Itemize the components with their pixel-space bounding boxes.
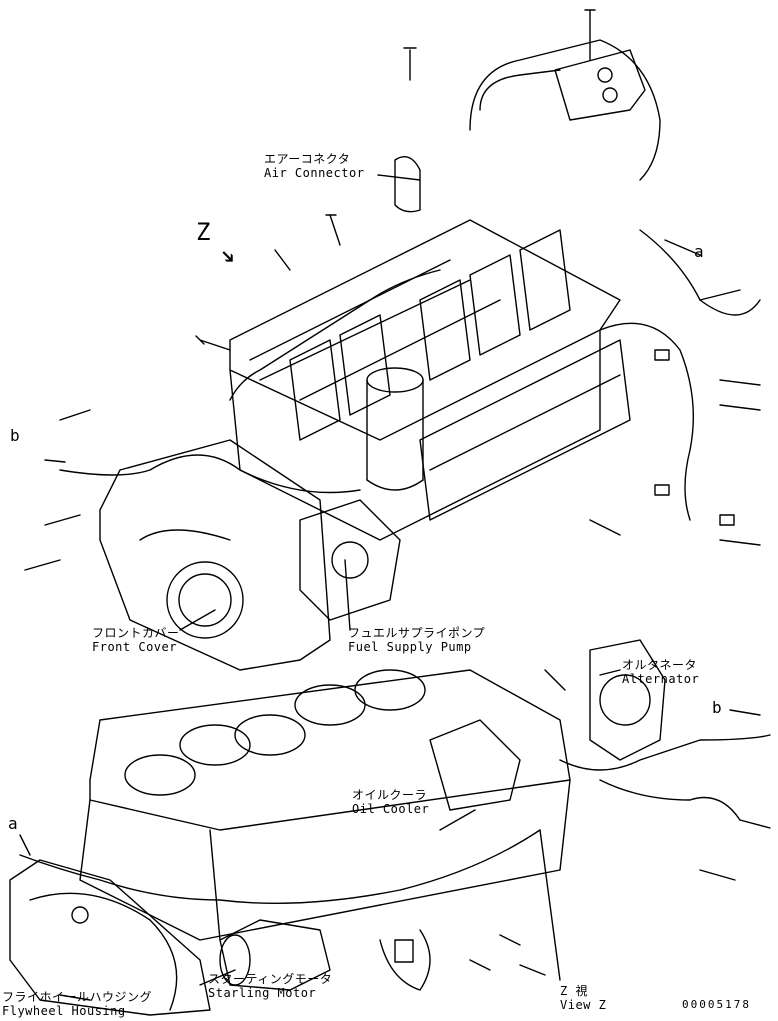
drawing-number: 00005178	[682, 998, 751, 1011]
view-z-label: Z 視 View Z	[560, 984, 606, 1012]
view-z-label-en: View Z	[560, 998, 607, 1012]
air-connector-label-jp: エアーコネクタ	[264, 152, 351, 166]
lower-engine-assembly	[9, 639, 771, 1016]
alternator-label-en: Alternator	[622, 672, 700, 686]
alternator-label: オルタネータ Alternator	[622, 658, 699, 686]
oil-cooler-label-en: Oil Cooler	[352, 802, 430, 816]
starting-motor-label-jp: スターティングモータ	[208, 972, 333, 986]
fuel-supply-pump-label-en: Fuel Supply Pump	[348, 640, 472, 654]
flywheel-housing-label: フライホイールハウジング Flywheel Housing	[2, 990, 152, 1018]
oil-cooler-label: オイルクーラ Oil Cooler	[352, 788, 429, 816]
front-cover-label-en: Front Cover	[92, 640, 177, 654]
b-marker-right: b	[712, 698, 723, 717]
flywheel-housing-label-en: Flywheel Housing	[2, 1004, 126, 1018]
front-cover-label: フロントカバー Front Cover	[92, 626, 180, 654]
a-marker-top: a	[694, 242, 705, 261]
front-cover-label-jp: フロントカバー	[92, 626, 180, 640]
alternator-label-jp: オルタネータ	[622, 658, 698, 672]
oil-cooler-label-jp: オイルクーラ	[352, 788, 428, 802]
air-connector-label: エアーコネクタ Air Connector	[264, 152, 364, 180]
fuel-supply-pump-label: フュエルサプライポンプ Fuel Supply Pump	[348, 626, 485, 654]
fuel-supply-pump-label-jp: フュエルサプライポンプ	[348, 626, 486, 640]
starting-motor-label: スターティングモータ Starling Motor	[208, 972, 332, 1000]
air-connector-label-en: Air Connector	[264, 166, 365, 180]
starting-motor-label-en: Starling Motor	[208, 986, 317, 1000]
upper-engine-assembly	[24, 9, 761, 671]
view-z-label-jp: Z 視	[560, 984, 588, 998]
b-marker-left: b	[10, 426, 21, 445]
a-marker-left: a	[8, 814, 19, 833]
z-marker: Z	[196, 218, 211, 246]
flywheel-housing-label-jp: フライホイールハウジング	[2, 990, 153, 1004]
